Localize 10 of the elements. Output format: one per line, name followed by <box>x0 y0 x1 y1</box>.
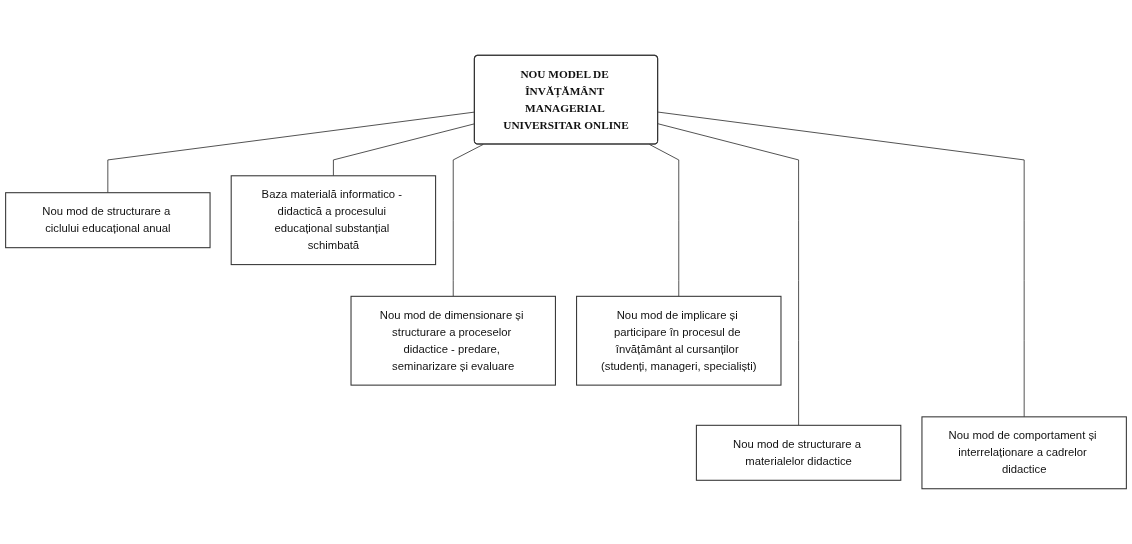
connector <box>657 123 800 426</box>
node-box: Nou mod de comportament și interrelaționare a cadrelor didactice <box>921 416 1127 490</box>
node-box: Nou mod de dimensionare și structurare a proceselor didactice - predare, seminarizare și evaluare <box>350 295 556 386</box>
node-box: Nou mod de implicare și participare în procesul de învățământ al cursanților (studenți, manageri, specialiști) <box>576 295 782 386</box>
node-box: Nou mod de structurare a materialelor didactice <box>695 424 902 481</box>
node-box: Nou mod de structurare a ciclului educațional anual <box>5 192 211 249</box>
connector <box>452 144 484 297</box>
node-box: Baza materială informatico - didactică a procesului educațional substanțial schimbată <box>230 175 437 266</box>
connector <box>657 111 1025 418</box>
connector <box>649 144 680 297</box>
